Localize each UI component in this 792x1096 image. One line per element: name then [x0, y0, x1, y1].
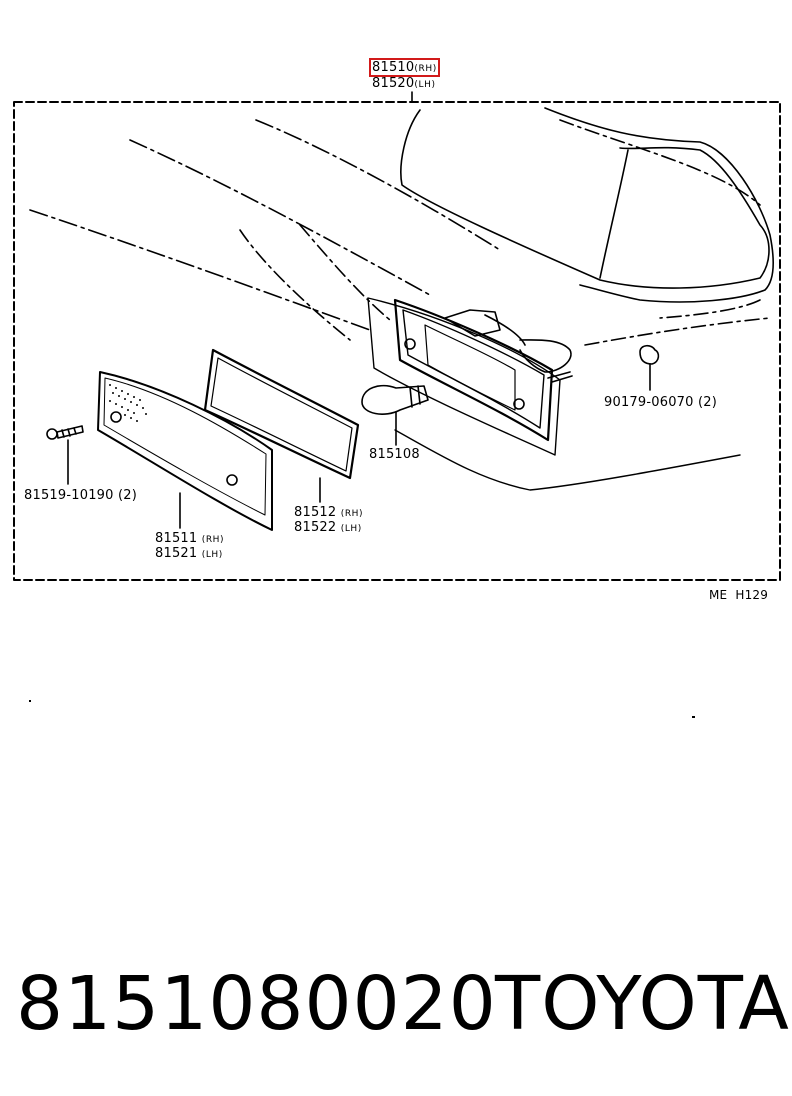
gasket-part: [203, 348, 360, 503]
clip-qty: (2): [697, 395, 717, 410]
rear-window-outline: [400, 107, 775, 303]
gasket-lh-number: 81522: [294, 520, 337, 535]
lens-lh-number: 81521: [155, 546, 198, 561]
assembly-rh-callout[interactable]: 81510(RH): [369, 58, 440, 77]
gasket-rh-number: 81512: [294, 505, 337, 520]
assembly-lh-callout[interactable]: 81520(LH): [372, 76, 436, 93]
lens-part: [97, 371, 273, 531]
bulb-part: [361, 384, 429, 446]
screw-callout[interactable]: 81519-10190 (2): [24, 488, 137, 503]
lens-rh-callout[interactable]: 81511 (RH): [155, 531, 224, 548]
clip-part: [639, 344, 660, 391]
gasket-rh-side: (RH): [340, 509, 364, 519]
clip-number: 90179-06070: [604, 395, 694, 410]
lamp-housing: [367, 297, 573, 456]
gasket-lh-side: (LH): [340, 524, 362, 534]
screw-number: 81519-10190: [24, 488, 114, 503]
clip-callout[interactable]: 90179-06070 (2): [604, 395, 717, 410]
lens-rh-side: (RH): [201, 535, 225, 545]
part-number-caption: 8151080020: [16, 961, 497, 1047]
assembly-rh-number: 81510: [372, 60, 415, 75]
bulb-number: 815108: [369, 447, 420, 462]
gasket-rh-callout[interactable]: 81512 (RH): [294, 505, 363, 522]
lens-dot-texture: [109, 384, 147, 422]
lens-lh-side: (LH): [201, 550, 223, 560]
lens-rh-number: 81511: [155, 531, 198, 546]
lens-lh-callout[interactable]: 81521 (LH): [155, 546, 223, 563]
brand-caption: TOYOTA: [495, 961, 790, 1047]
diagram-frame: [13, 101, 781, 581]
vehicle-body-lines: [29, 119, 771, 491]
screw-qty: (2): [117, 488, 137, 503]
assembly-lh-number: 81520: [372, 76, 415, 91]
parts-diagram: [13, 91, 781, 581]
diagram-code: ME H129: [709, 588, 769, 602]
assembly-rh-side: (RH): [414, 64, 437, 74]
highlighted-part-box: 81510(RH): [369, 58, 440, 77]
bulb-callout[interactable]: 815108: [369, 447, 420, 462]
screw-part: [46, 425, 84, 485]
scan-speck: [29, 700, 31, 702]
scan-speck: [692, 716, 695, 718]
assembly-lh-side: (LH): [414, 80, 436, 90]
gasket-lh-callout[interactable]: 81522 (LH): [294, 520, 362, 537]
